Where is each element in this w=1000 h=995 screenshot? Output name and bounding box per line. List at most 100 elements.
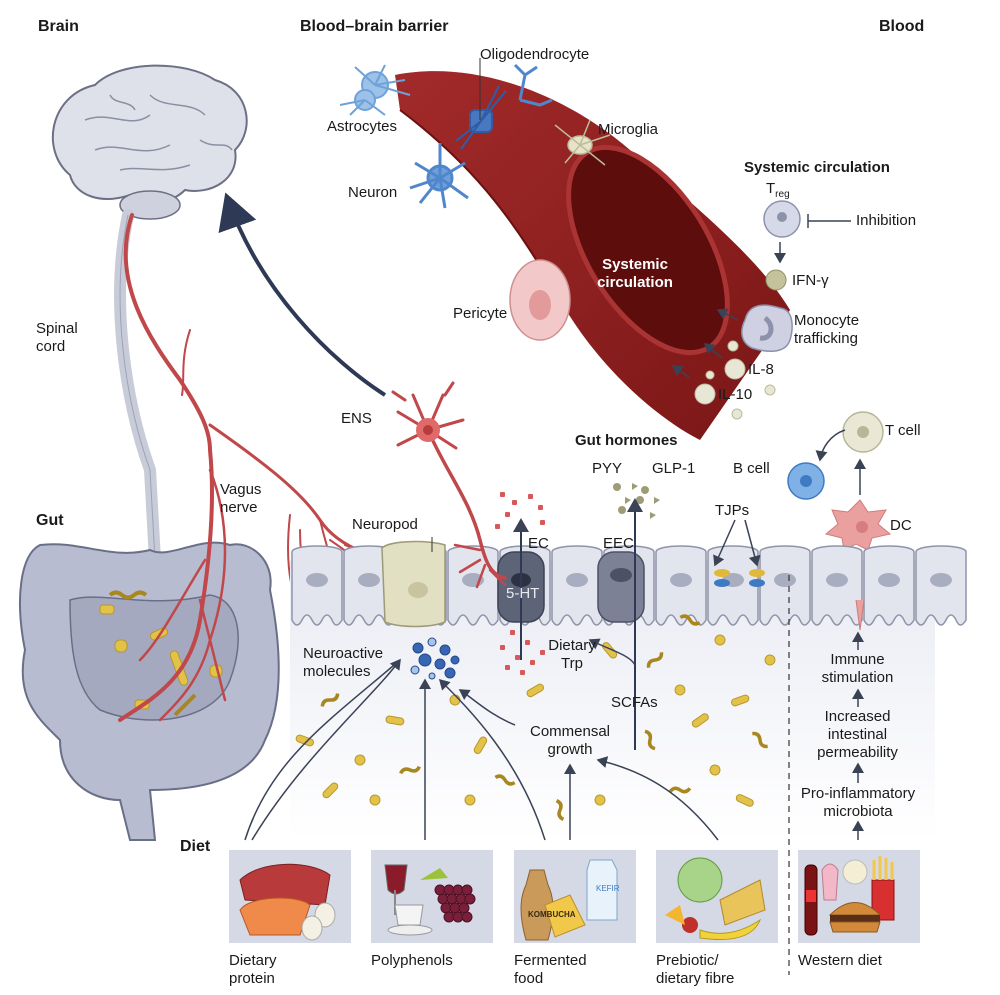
label-tjps: TJPs: [715, 502, 750, 519]
wine-glass-icon: [384, 864, 408, 895]
bacterium: [385, 715, 405, 726]
hormone-particles: [613, 483, 660, 519]
section-title-gut: Gut: [36, 512, 64, 529]
kefir-carton-icon: [586, 859, 618, 921]
label-astrocytes: Astrocytes: [327, 118, 398, 135]
label-pyy: PYY: [592, 460, 623, 477]
epithelial-cell: [343, 545, 395, 626]
epithelial-cell: [291, 545, 343, 626]
serotonin-particle: [505, 512, 510, 517]
bacterium: [494, 774, 516, 786]
bacterium: [764, 654, 776, 666]
oligodendrocyte-cell: [455, 58, 507, 150]
epithelial-cell: [707, 545, 759, 626]
label-systemic-circulation: Systemic circulation: [744, 159, 890, 176]
serotonin-particle: [500, 645, 505, 650]
section-title-bbb: Blood–brain barrier: [300, 18, 449, 35]
kombucha-tag: KOMBUCHA: [528, 910, 576, 919]
serotonin-particle: [528, 494, 533, 499]
kombucha-bottle-icon: [520, 869, 554, 941]
epithelial-cell: [447, 545, 499, 626]
cola-label: [806, 890, 816, 902]
epithelial-cell: [863, 545, 915, 626]
ice-cream-icon: [821, 863, 839, 901]
steak-icon: [239, 863, 331, 906]
popcorn-icon: [842, 859, 868, 885]
serotonin-particle: [505, 665, 510, 670]
serotonin-particle: [530, 660, 535, 665]
grape: [458, 902, 470, 914]
ifn-gamma-particle: [765, 269, 787, 291]
serotonin-particle: [525, 640, 530, 645]
section-title-brain: Brain: [38, 18, 79, 35]
section-title-blood: Blood: [879, 18, 925, 35]
bacterium: [322, 782, 339, 799]
bacterium: [714, 634, 726, 646]
bacterium: [752, 731, 768, 749]
serotonin-particle: [538, 505, 543, 510]
bacterium: [320, 693, 340, 707]
bacterium: [399, 765, 421, 775]
serotonin-particles: [495, 492, 545, 675]
bacterium: [644, 729, 656, 751]
diet-caption-western: Western diet: [798, 952, 882, 969]
tight-junction-proteins: [714, 569, 765, 587]
epithelial-cell: [915, 545, 967, 626]
eec-cell: [597, 551, 645, 623]
label-gut-hormones: Gut hormones: [575, 432, 678, 449]
apple-icon: [682, 917, 698, 933]
grape: [464, 893, 476, 905]
label-ifn-gamma: IFN-γ: [792, 272, 829, 289]
ens-neuron: [391, 381, 507, 589]
il10-particle: [694, 383, 716, 405]
label-oligodendrocyte: Oligodendrocyte: [480, 46, 590, 63]
section-title-diet: Diet: [180, 838, 211, 855]
serotonin-particle: [512, 500, 517, 505]
bacterium: [731, 694, 750, 707]
diet-caption-prebiotic: Prebiotic/dietary fibre: [656, 952, 735, 987]
bacterium: [354, 754, 366, 766]
bacterium: [555, 799, 565, 821]
serotonin-particle: [540, 650, 545, 655]
salmon-icon: [239, 897, 311, 936]
label-glp1: GLP-1: [652, 460, 696, 477]
hormone-particle: [632, 483, 638, 490]
label-inhibition: Inhibition: [856, 212, 917, 229]
egg-icon: [301, 915, 323, 941]
coffee-cup-icon: [394, 904, 424, 926]
bacterium: [473, 736, 488, 755]
leaf-icon: [420, 868, 448, 880]
fries-box-icon: [871, 879, 895, 921]
label-t-cell: T cell: [885, 422, 921, 439]
microbiota: [295, 614, 776, 821]
bacterium: [735, 794, 754, 807]
epithelial-cell: [811, 545, 863, 626]
grape: [461, 884, 473, 896]
label-il8: IL-8: [748, 361, 774, 378]
bacterium: [464, 794, 476, 806]
serotonin-particle: [520, 670, 525, 675]
label-neuropod: Neuropod: [352, 516, 418, 533]
label-neuron: Neuron: [348, 184, 398, 201]
serotonin-particle: [540, 520, 545, 525]
burger-top: [828, 902, 882, 916]
bacterium: [679, 614, 701, 626]
serotonin-particle: [500, 492, 505, 497]
il8-particle: [724, 358, 746, 380]
hormone-particle: [613, 483, 621, 491]
kefir-tag: KEFIR: [596, 884, 620, 893]
bacterium: [526, 683, 545, 698]
burger-patty: [830, 915, 880, 922]
neuron-cell-blue: [409, 143, 469, 209]
fries: [872, 856, 894, 880]
label-il10: IL-10: [718, 386, 753, 403]
microglia-cell: [554, 119, 611, 166]
